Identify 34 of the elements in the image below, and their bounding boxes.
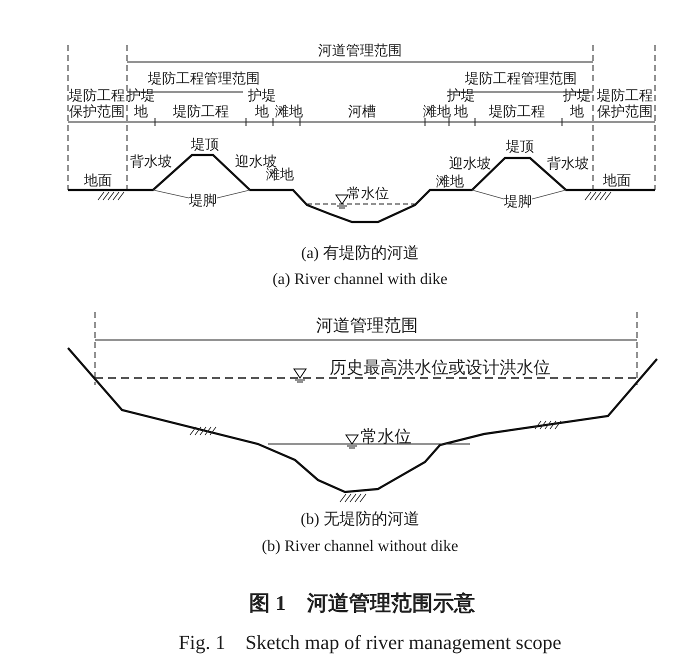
range-label: 堤防工程 [489,105,545,121]
dimension-label: 堤防工程管理范围 [148,72,260,88]
water-level-label: 常水位 [347,187,389,203]
part-label: 堤顶 [506,140,534,156]
part-label: 背水坡 [130,155,172,171]
part-label: 堤脚 [504,195,532,211]
range-label: 滩地 [275,105,303,121]
part-label: 堤顶 [191,138,219,154]
subfigure-caption: (a) River channel with dike [272,272,448,288]
part-label: 地面 [84,174,112,190]
part-label: 堤脚 [189,194,217,210]
subfigure-caption: (b) River channel without dike [262,539,458,555]
part-label: 滩地 [436,175,464,191]
range-label: 堤防工程保护范围 [68,89,126,121]
range-label: 护堤地 [248,89,276,121]
range-label: 堤防工程 [173,105,229,121]
range-label: 河槽 [348,105,376,121]
figure-caption: Fig. 1 Sketch map of river management scope [178,635,562,651]
dimension-label: 河道管理范围 [316,318,418,334]
leader-line [472,190,504,200]
subfigure-caption: (b) 无堤防的河道 [300,512,420,528]
subfigure-caption: (a) 有堤防的河道 [301,246,419,262]
part-label: 地面 [603,174,631,190]
leader-line [152,190,190,198]
part-label: 背水坡 [547,157,589,173]
water-level-label: 历史最高洪水位或设计洪水位 [330,360,550,376]
leader-line [532,190,566,200]
dimension-label: 堤防工程管理范围 [465,72,577,88]
leader-line [216,190,250,198]
water-level-label: 常水位 [360,429,412,445]
part-label: 滩地 [266,168,294,184]
range-label: 堤防工程保护范围 [596,89,654,121]
part-label: 迎水坡 [449,157,491,173]
dimension-label: 河道管理范围 [318,44,402,60]
